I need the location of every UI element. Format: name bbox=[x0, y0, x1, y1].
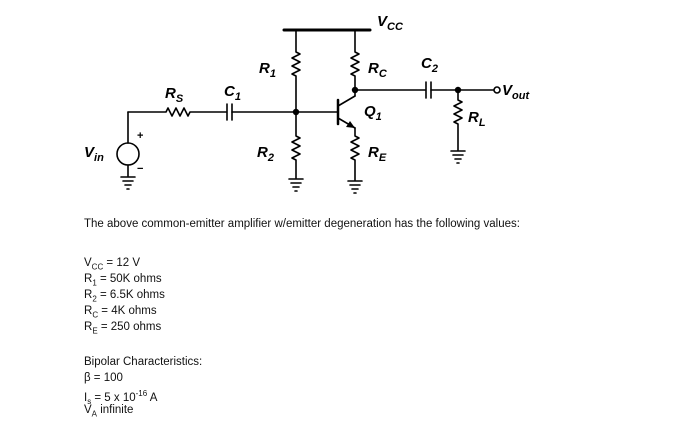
value-re: RE = 250 ohms bbox=[84, 321, 162, 336]
r2-resistor bbox=[291, 111, 301, 179]
value-r2: R2 = 6.5K ohms bbox=[84, 289, 165, 304]
source-plus-sign: + bbox=[137, 130, 143, 142]
label-rl: RL bbox=[468, 109, 486, 129]
label-vin: Vin bbox=[84, 144, 104, 164]
label-vcc: VCC bbox=[377, 13, 404, 33]
ground-symbol-re bbox=[347, 180, 363, 194]
bipolar-title: Bipolar Characteristics: bbox=[84, 356, 203, 368]
vin-source bbox=[116, 142, 140, 166]
rs-resistor bbox=[127, 107, 227, 117]
rc-resistor bbox=[350, 29, 360, 97]
junction-base bbox=[292, 108, 300, 116]
bipolar-is: Is = 5 x 10-16 A bbox=[84, 389, 158, 407]
rl-resistor bbox=[453, 89, 463, 151]
value-vcc: VCC = 12 V bbox=[84, 257, 140, 272]
junction-collector bbox=[351, 86, 359, 94]
r1-resistor bbox=[291, 29, 301, 113]
junction-output bbox=[454, 86, 462, 94]
re-resistor bbox=[350, 127, 360, 181]
source-minus-sign: − bbox=[137, 163, 143, 175]
label-re: RE bbox=[368, 144, 387, 164]
label-rc: RC bbox=[368, 60, 388, 80]
q1-collector bbox=[337, 95, 356, 107]
q1-emitter-arrow bbox=[346, 121, 355, 128]
label-rs: RS bbox=[165, 85, 184, 105]
description-text: The above common-emitter amplifier w/emi… bbox=[84, 218, 520, 230]
label-q1: Q1 bbox=[364, 103, 382, 123]
values-list: VCC = 12 V R1 = 50K ohms R2 = 6.5K ohms … bbox=[84, 255, 165, 335]
bipolar-section: Bipolar Characteristics: β = 100 Is = 5 … bbox=[84, 354, 202, 418]
label-r1: R1 bbox=[259, 60, 276, 80]
ground-symbol-rl bbox=[450, 150, 466, 164]
bipolar-va: VA infinite bbox=[84, 404, 134, 419]
label-r2: R2 bbox=[257, 144, 274, 164]
ground-symbol-r2 bbox=[288, 178, 304, 192]
value-r1: R1 = 50K ohms bbox=[84, 273, 162, 288]
vout-terminal bbox=[493, 86, 501, 94]
ground-symbol-source bbox=[120, 176, 136, 190]
label-vout: Vout bbox=[502, 82, 530, 102]
label-c1: C1 bbox=[224, 83, 241, 103]
circuit-schematic: VCC R1 RC C2 Vout RS C1 Q1 RL R2 RE Vin … bbox=[84, 13, 530, 194]
bipolar-beta: β = 100 bbox=[84, 372, 123, 384]
value-rc: RC = 4K ohms bbox=[84, 305, 157, 320]
label-c2: C2 bbox=[421, 55, 438, 75]
